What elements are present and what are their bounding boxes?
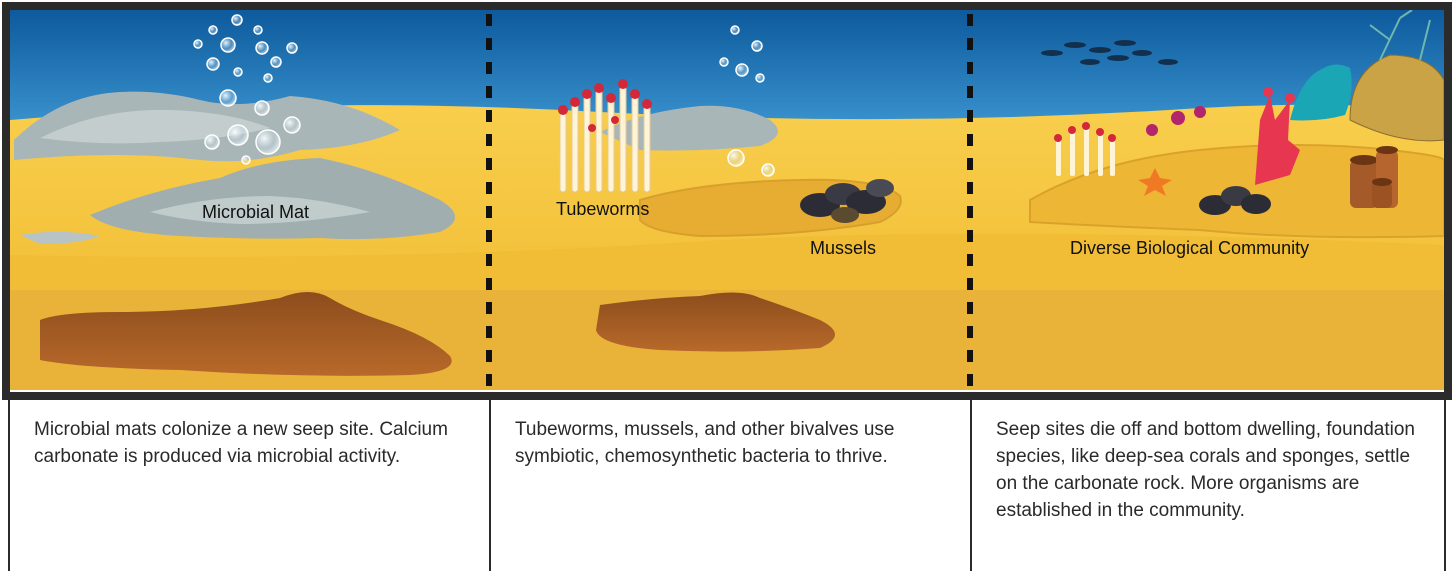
caption-panel-2: Tubeworms, mussels, and other bivalves u… [491,397,969,571]
label-tubeworms: Tubeworms [556,199,649,219]
label-mussels: Mussels [810,238,876,258]
seep-succession-scene: Microbial Mat Tubeworms Mussels Diverse … [0,0,1454,400]
label-microbial-mat: Microbial Mat [202,202,309,222]
caption-panel-1: Microbial mats colonize a new seep site.… [10,397,488,571]
caption-row: Microbial mats colonize a new seep site.… [0,397,1454,571]
label-diverse-biological-community: Diverse Biological Community [1070,238,1309,258]
caption-panel-3: Seep sites die off and bottom dwelling, … [972,397,1444,571]
